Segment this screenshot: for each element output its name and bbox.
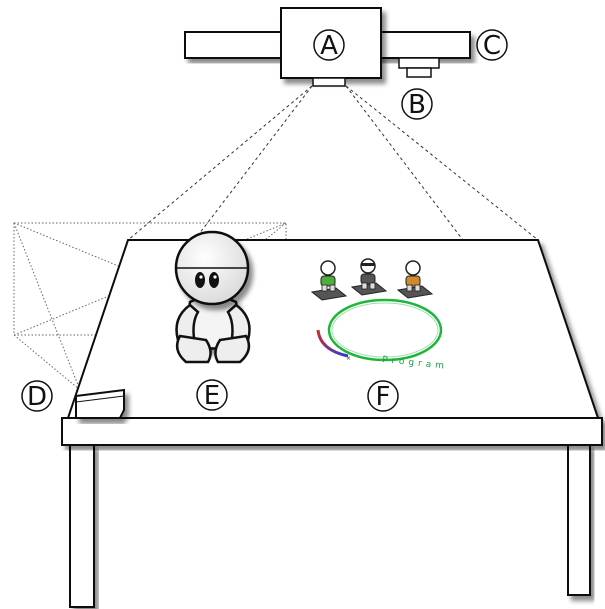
callout-f: F [367, 380, 399, 412]
callout-b: B [401, 88, 433, 120]
svg-text:B: B [408, 90, 426, 120]
svg-text:C: C [483, 31, 501, 61]
program-ring [327, 298, 443, 362]
robot-token-dark [350, 258, 388, 296]
robot-token-orange [396, 260, 434, 299]
callout-c: C [476, 29, 508, 61]
svg-text:A: A [320, 31, 338, 61]
program-display: × Program [310, 258, 448, 372]
side-projector [75, 388, 125, 419]
callout-d: D [21, 380, 53, 412]
camera-unit [398, 57, 440, 78]
robot-figure [174, 230, 251, 364]
callout-a: A [313, 29, 345, 61]
callout-e: E [196, 379, 228, 411]
svg-text:E: E [204, 381, 220, 411]
svg-text:×: × [346, 355, 351, 362]
svg-text:D: D [27, 382, 47, 412]
program-progress-arc [316, 329, 349, 358]
svg-text:F: F [376, 382, 391, 412]
robot-token-green [310, 260, 348, 301]
